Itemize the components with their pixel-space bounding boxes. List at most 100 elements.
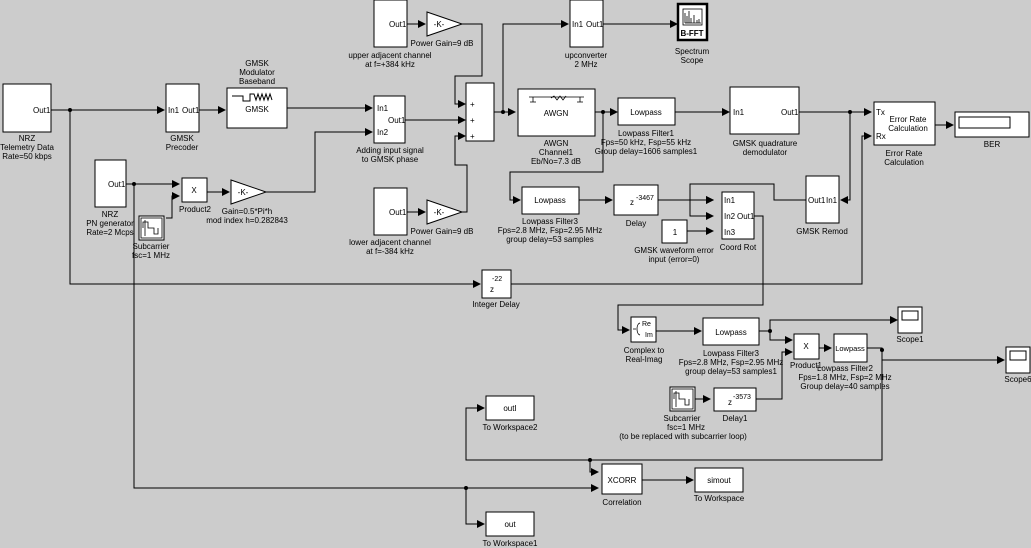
port-label: Out1 <box>389 208 407 217</box>
product1-block[interactable]: X Product1 <box>790 333 823 370</box>
block-label: group delay=53 samples1 <box>685 367 777 376</box>
block-label: Subcarrier <box>664 414 701 423</box>
gmsk-modulator-block[interactable]: GMSK Modulator Baseband GMSK <box>226 59 288 129</box>
delay1-block[interactable]: z -3573 Delay1 <box>713 387 757 423</box>
upconverter-block[interactable]: In1 Out1 upconverter 2 MHz <box>565 0 608 69</box>
delay-block[interactable]: z -3467 Delay <box>613 184 659 228</box>
block-label: Rate=2 Mcps <box>86 228 133 237</box>
wire[interactable] <box>502 20 569 112</box>
gmsk-quadrature-demodulator-block[interactable]: In1 Out1 GMSK quadrature demodulator <box>729 86 800 157</box>
block-inner-text: outI <box>503 404 516 413</box>
block-inner-text: Lowpass <box>715 328 747 337</box>
pn-generator-block[interactable]: Out1 NRZ PN generator Rate=2 Mcps <box>86 159 134 237</box>
spectrum-icon <box>684 11 701 24</box>
lowpass-filter3-block[interactable]: Lowpass Lowpass Filter3 Fps=2.8 MHz, Fsp… <box>498 186 602 244</box>
wire[interactable] <box>511 132 872 285</box>
product2-block[interactable]: X Product2 <box>179 177 212 214</box>
to-workspace2-block[interactable]: outI To Workspace2 <box>483 395 539 432</box>
channel-icon <box>529 95 584 103</box>
wire[interactable] <box>133 184 599 492</box>
to-workspace-block[interactable]: simout To Workspace <box>694 467 745 503</box>
lower-adjacent-channel-block[interactable]: Out1 lower adjacent channel at f=-384 kH… <box>349 187 431 256</box>
spectrum-scope-block[interactable]: B-FFT Spectrum Scope <box>675 2 710 65</box>
block-label: Lowpass Filter3 <box>703 349 760 358</box>
adding-input-block[interactable]: In1 Out1 In2 Adding input signal to GMSK… <box>356 95 424 164</box>
block-inner-text: X <box>191 186 197 195</box>
wire[interactable] <box>266 128 373 193</box>
gmsk-remod-block[interactable]: Out1 In1 GMSK Remod <box>796 175 848 236</box>
complex-to-real-imag-block[interactable]: Re Im Complex to Real-Imag <box>624 316 665 364</box>
awgn-channel-block[interactable]: AWGN AWGN Channel1 Eb/No=7.3 dB <box>517 88 596 166</box>
block-label: upconverter <box>565 51 608 60</box>
block-inner-text: -K- <box>434 20 445 29</box>
ber-display-block[interactable]: BER <box>954 111 1030 149</box>
wire[interactable] <box>454 23 483 108</box>
wire[interactable] <box>509 112 604 204</box>
port-label: Out1 <box>182 106 200 115</box>
wire[interactable] <box>867 347 1005 364</box>
wire[interactable] <box>454 132 468 213</box>
port-label: In1 <box>733 108 745 117</box>
block-inner-text: simout <box>707 476 731 485</box>
gmsk-precoder-block[interactable]: In1 Out1 GMSK Precoder <box>165 83 200 152</box>
port-label: Out1 <box>737 212 755 221</box>
lowpass-filter1-block[interactable]: Lowpass Lowpass Filter1 Fps=50 kHz, Fsp=… <box>595 97 698 156</box>
block-label: fsc=1 MHz <box>132 251 170 260</box>
power-gain-upper-block[interactable]: -K- Power Gain=9 dB <box>411 11 474 48</box>
correlation-block[interactable]: XCORR Correlation <box>601 463 643 507</box>
square-wave-icon <box>673 391 690 407</box>
block-inner-text: GMSK <box>245 105 269 114</box>
wire[interactable] <box>69 110 481 288</box>
split-icon <box>633 322 641 336</box>
error-rate-calculation-block[interactable]: Tx Rx Error Rate Calculation Error Rate … <box>873 101 936 167</box>
block-inner-text: B-FFT <box>680 29 703 38</box>
port-label: + <box>470 100 475 109</box>
subcarrier2-block[interactable]: Subcarrier fsc=1 MHz (to be replaced wit… <box>619 386 747 441</box>
block-inner-text: z <box>490 285 494 294</box>
block-label: Telemetry Data <box>0 143 54 152</box>
block-label: To Workspace <box>694 494 745 503</box>
subcarrier-block[interactable]: Subcarrier fsc=1 MHz <box>132 215 170 260</box>
wire[interactable] <box>840 112 851 204</box>
block-label: Fps=2.8 MHz, Fsp=2.95 MHz <box>679 358 783 367</box>
block-inner-text: z <box>630 198 634 207</box>
block-label: Spectrum <box>675 47 710 56</box>
block-label: demodulator <box>743 148 788 157</box>
power-gain-lower-block[interactable]: -K- Power Gain=9 dB <box>411 199 474 236</box>
upper-adjacent-channel-block[interactable]: Out1 upper adjacent channel at f=+384 kH… <box>348 0 432 69</box>
block-label: Real-Imag <box>626 355 663 364</box>
gmsk-waveform-error-constant-block[interactable]: 1 GMSK waveform error input (error=0) <box>634 219 714 264</box>
scope1-block[interactable]: Scope1 <box>896 306 924 344</box>
wire[interactable] <box>756 348 793 400</box>
wire[interactable] <box>589 460 599 476</box>
coord-rot-block[interactable]: In1 In2 Out1 In3 Coord Rot <box>720 191 757 252</box>
scope6-block[interactable]: Scope6 <box>1004 346 1031 384</box>
gain-block[interactable]: -K- Gain=0.5*Pi*h mod index h=0.282843 <box>206 179 288 225</box>
integer-delay-block[interactable]: -22 z Integer Delay <box>472 269 520 309</box>
block-inner-text: Lowpass <box>630 108 662 117</box>
block-label: Coord Rot <box>720 243 757 252</box>
wire[interactable] <box>689 200 714 220</box>
to-workspace1-block[interactable]: out To Workspace1 <box>483 511 539 548</box>
port-label: Im <box>645 332 653 339</box>
lowpass-filter3-second-block[interactable]: Lowpass Lowpass Filter3 Fps=2.8 MHz, Fsp… <box>679 317 783 376</box>
block-inner-text: 1 <box>673 228 678 237</box>
block-label: Correlation <box>602 498 641 507</box>
port-label: Out1 <box>808 196 826 205</box>
block-label: Gain=0.5*Pi*h <box>222 207 272 216</box>
block-label: GMSK Remod <box>796 227 848 236</box>
wire[interactable] <box>759 316 898 332</box>
port-label: In1 <box>168 106 180 115</box>
wire[interactable] <box>166 192 180 219</box>
port-label: In1 <box>724 196 736 205</box>
nrz-telemetry-block[interactable]: Out1 NRZ Telemetry Data Rate=50 kbps <box>0 83 54 161</box>
wire[interactable] <box>465 360 883 461</box>
sum-block[interactable]: + + + <box>465 82 495 142</box>
block-label: Fps=50 kHz, Fsp=55 kHz <box>601 138 691 147</box>
block-label: fsc=1 MHz <box>667 423 705 432</box>
wire[interactable] <box>465 488 485 528</box>
lowpass-filter2-block[interactable]: Lowpass Lowpass Filter2 Fps=1.8 MHz, Fsp… <box>798 333 892 391</box>
wire[interactable] <box>617 215 764 334</box>
port-label: Out1 <box>781 108 799 117</box>
wire[interactable] <box>769 331 793 344</box>
